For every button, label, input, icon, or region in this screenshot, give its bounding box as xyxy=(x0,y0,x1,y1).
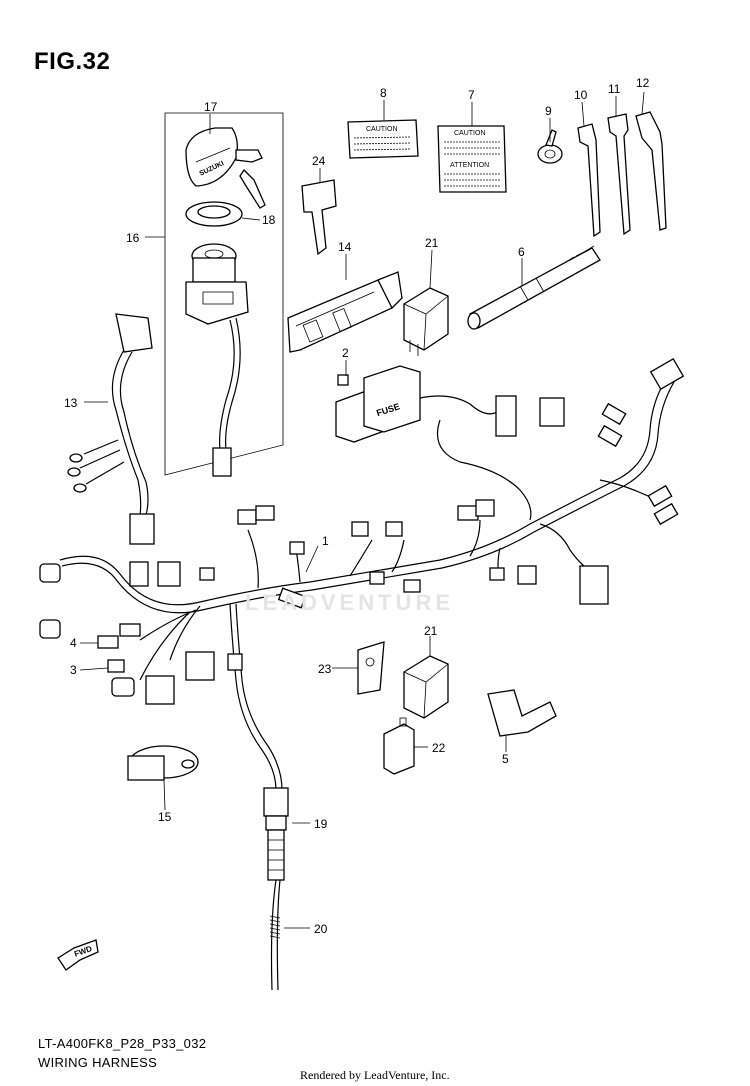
svg-text:CAUTION: CAUTION xyxy=(454,130,486,137)
callout-11[interactable]: 11 xyxy=(608,82,621,96)
main-wiring-harness-1 xyxy=(39,357,685,791)
clamp-9 xyxy=(537,129,563,164)
callout-18[interactable]: 18 xyxy=(262,213,276,227)
svg-text:ATTENTION: ATTENTION xyxy=(450,162,489,169)
callout-14[interactable]: 14 xyxy=(338,240,352,254)
callout-23[interactable]: 23 xyxy=(318,662,332,676)
sensor-19 xyxy=(263,787,289,991)
model-code: LT-A400FK8_P28_P33_032 xyxy=(38,1036,207,1051)
clamp-bands xyxy=(577,111,667,238)
callout-1[interactable]: 1 xyxy=(322,534,329,548)
callout-3[interactable]: 3 xyxy=(70,663,77,677)
callout-7[interactable]: 7 xyxy=(468,88,475,102)
callout-15[interactable]: 15 xyxy=(158,810,172,824)
callout-24[interactable]: 24 xyxy=(312,154,326,168)
callout-5[interactable]: 5 xyxy=(502,752,509,766)
callout-19[interactable]: 19 xyxy=(314,817,328,831)
callout-13[interactable]: 13 xyxy=(64,396,78,410)
sub-harness-13 xyxy=(67,313,155,545)
relay-21-top xyxy=(403,287,449,356)
watermark: LEADVENTURE xyxy=(245,590,455,615)
assembly-name: WIRING HARNESS xyxy=(38,1055,158,1070)
callout-6[interactable]: 6 xyxy=(518,245,525,259)
caution-label-7: CAUTION ATTENTION xyxy=(437,125,507,193)
callout-16[interactable]: 16 xyxy=(126,231,140,245)
caution-label-8: CAUTION xyxy=(347,119,419,159)
callout-2[interactable]: 2 xyxy=(342,346,349,360)
protector-tube-6 xyxy=(467,245,601,330)
callout-9[interactable]: 9 xyxy=(545,104,552,118)
callout-21-top[interactable]: 21 xyxy=(425,236,439,250)
fwd-arrow-icon: FWD xyxy=(57,939,99,971)
switch-15 xyxy=(127,745,199,781)
ignition-switch-assembly: SUZUKI xyxy=(164,112,284,477)
callout-20[interactable]: 20 xyxy=(314,922,328,936)
bracket-14 xyxy=(287,271,403,353)
figure-title: FIG.32 xyxy=(34,48,111,75)
callout-4[interactable]: 4 xyxy=(70,636,77,650)
callout-10[interactable]: 10 xyxy=(574,88,588,102)
callout-8[interactable]: 8 xyxy=(380,86,387,100)
boot-5 xyxy=(487,689,557,737)
svg-text:CAUTION: CAUTION xyxy=(366,126,398,133)
holder-bracket-23 xyxy=(357,641,385,695)
render-credit: Rendered by LeadVenture, Inc. xyxy=(300,1068,450,1082)
callout-17[interactable]: 17 xyxy=(204,100,218,114)
fuse-box-2: FUSE xyxy=(335,365,421,443)
callout-21-lower[interactable]: 21 xyxy=(424,624,438,638)
callout-22[interactable]: 22 xyxy=(432,741,446,755)
key-24 xyxy=(301,179,337,256)
relay-21-lower xyxy=(403,655,449,719)
callout-12[interactable]: 12 xyxy=(636,76,650,90)
spring-20 xyxy=(269,915,281,939)
leader-lines xyxy=(79,91,645,929)
coupler-22 xyxy=(383,717,415,775)
